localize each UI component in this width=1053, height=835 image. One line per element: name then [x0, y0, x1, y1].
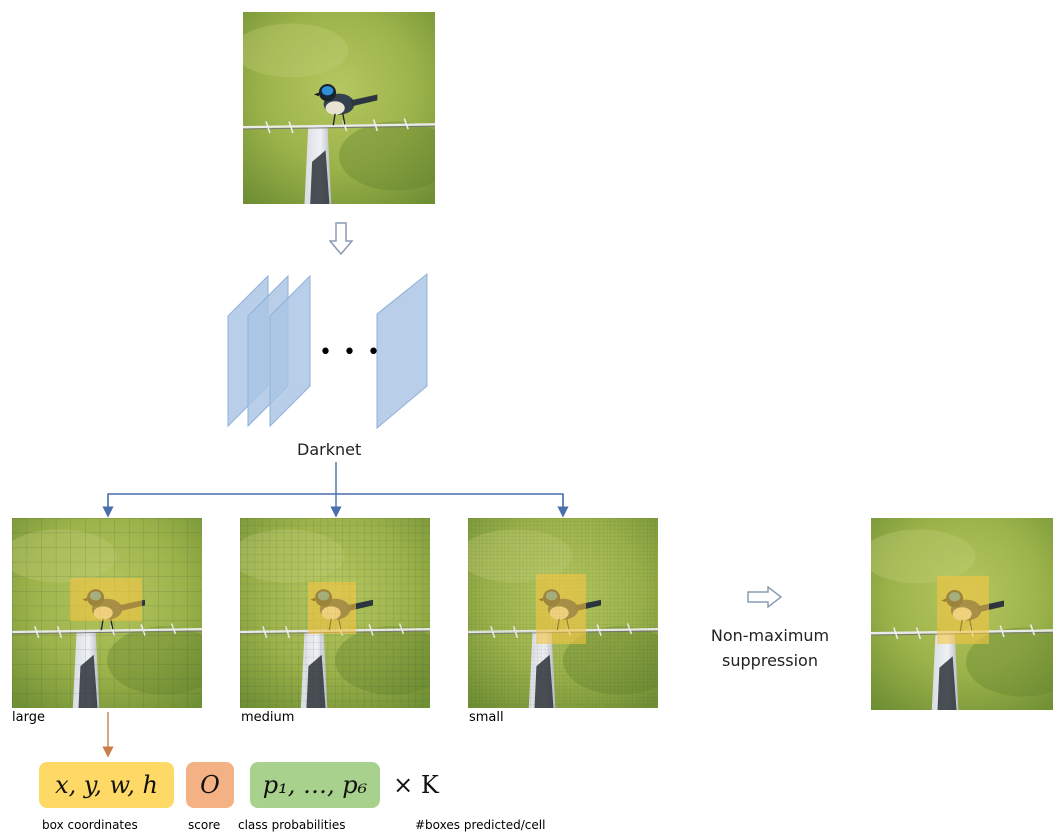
small-label: small — [469, 710, 504, 725]
darknet-label: Darknet — [297, 440, 362, 459]
medium-scale-grid-image — [240, 518, 430, 708]
ellipsis: • • • — [319, 340, 382, 365]
medium-label: medium — [241, 710, 295, 725]
right-arrow-icon — [747, 586, 783, 608]
box-coordinates-label: box coordinates — [42, 818, 138, 832]
final-detection-box — [937, 576, 989, 644]
score-cell: O — [186, 762, 234, 808]
box-coordinates-cell: x, y, w, h — [39, 762, 174, 808]
class-probabilities-label: class probabilities — [238, 818, 346, 832]
nms-line-2: suppression — [722, 651, 818, 670]
down-arrow-icon — [329, 222, 353, 256]
darknet-layers — [227, 272, 428, 430]
layer-3 — [269, 274, 311, 428]
detection-box — [70, 578, 142, 621]
large-scale-grid-image — [12, 518, 202, 708]
multiplier: × K — [393, 771, 439, 799]
layer-last — [376, 272, 428, 430]
detection-box — [536, 574, 586, 644]
class-probabilities-cell: p₁, …, p₆ — [250, 762, 380, 808]
large-label: large — [12, 710, 45, 725]
small-scale-grid-image — [468, 518, 658, 708]
final-result-image — [871, 518, 1053, 710]
nms-label: Non-maximum suppression — [690, 623, 850, 673]
score-label: score — [188, 818, 221, 832]
detection-box — [308, 582, 356, 634]
nms-line-1: Non-maximum — [710, 626, 830, 645]
boxes-per-cell-label: #boxes predicted/cell — [415, 818, 546, 832]
